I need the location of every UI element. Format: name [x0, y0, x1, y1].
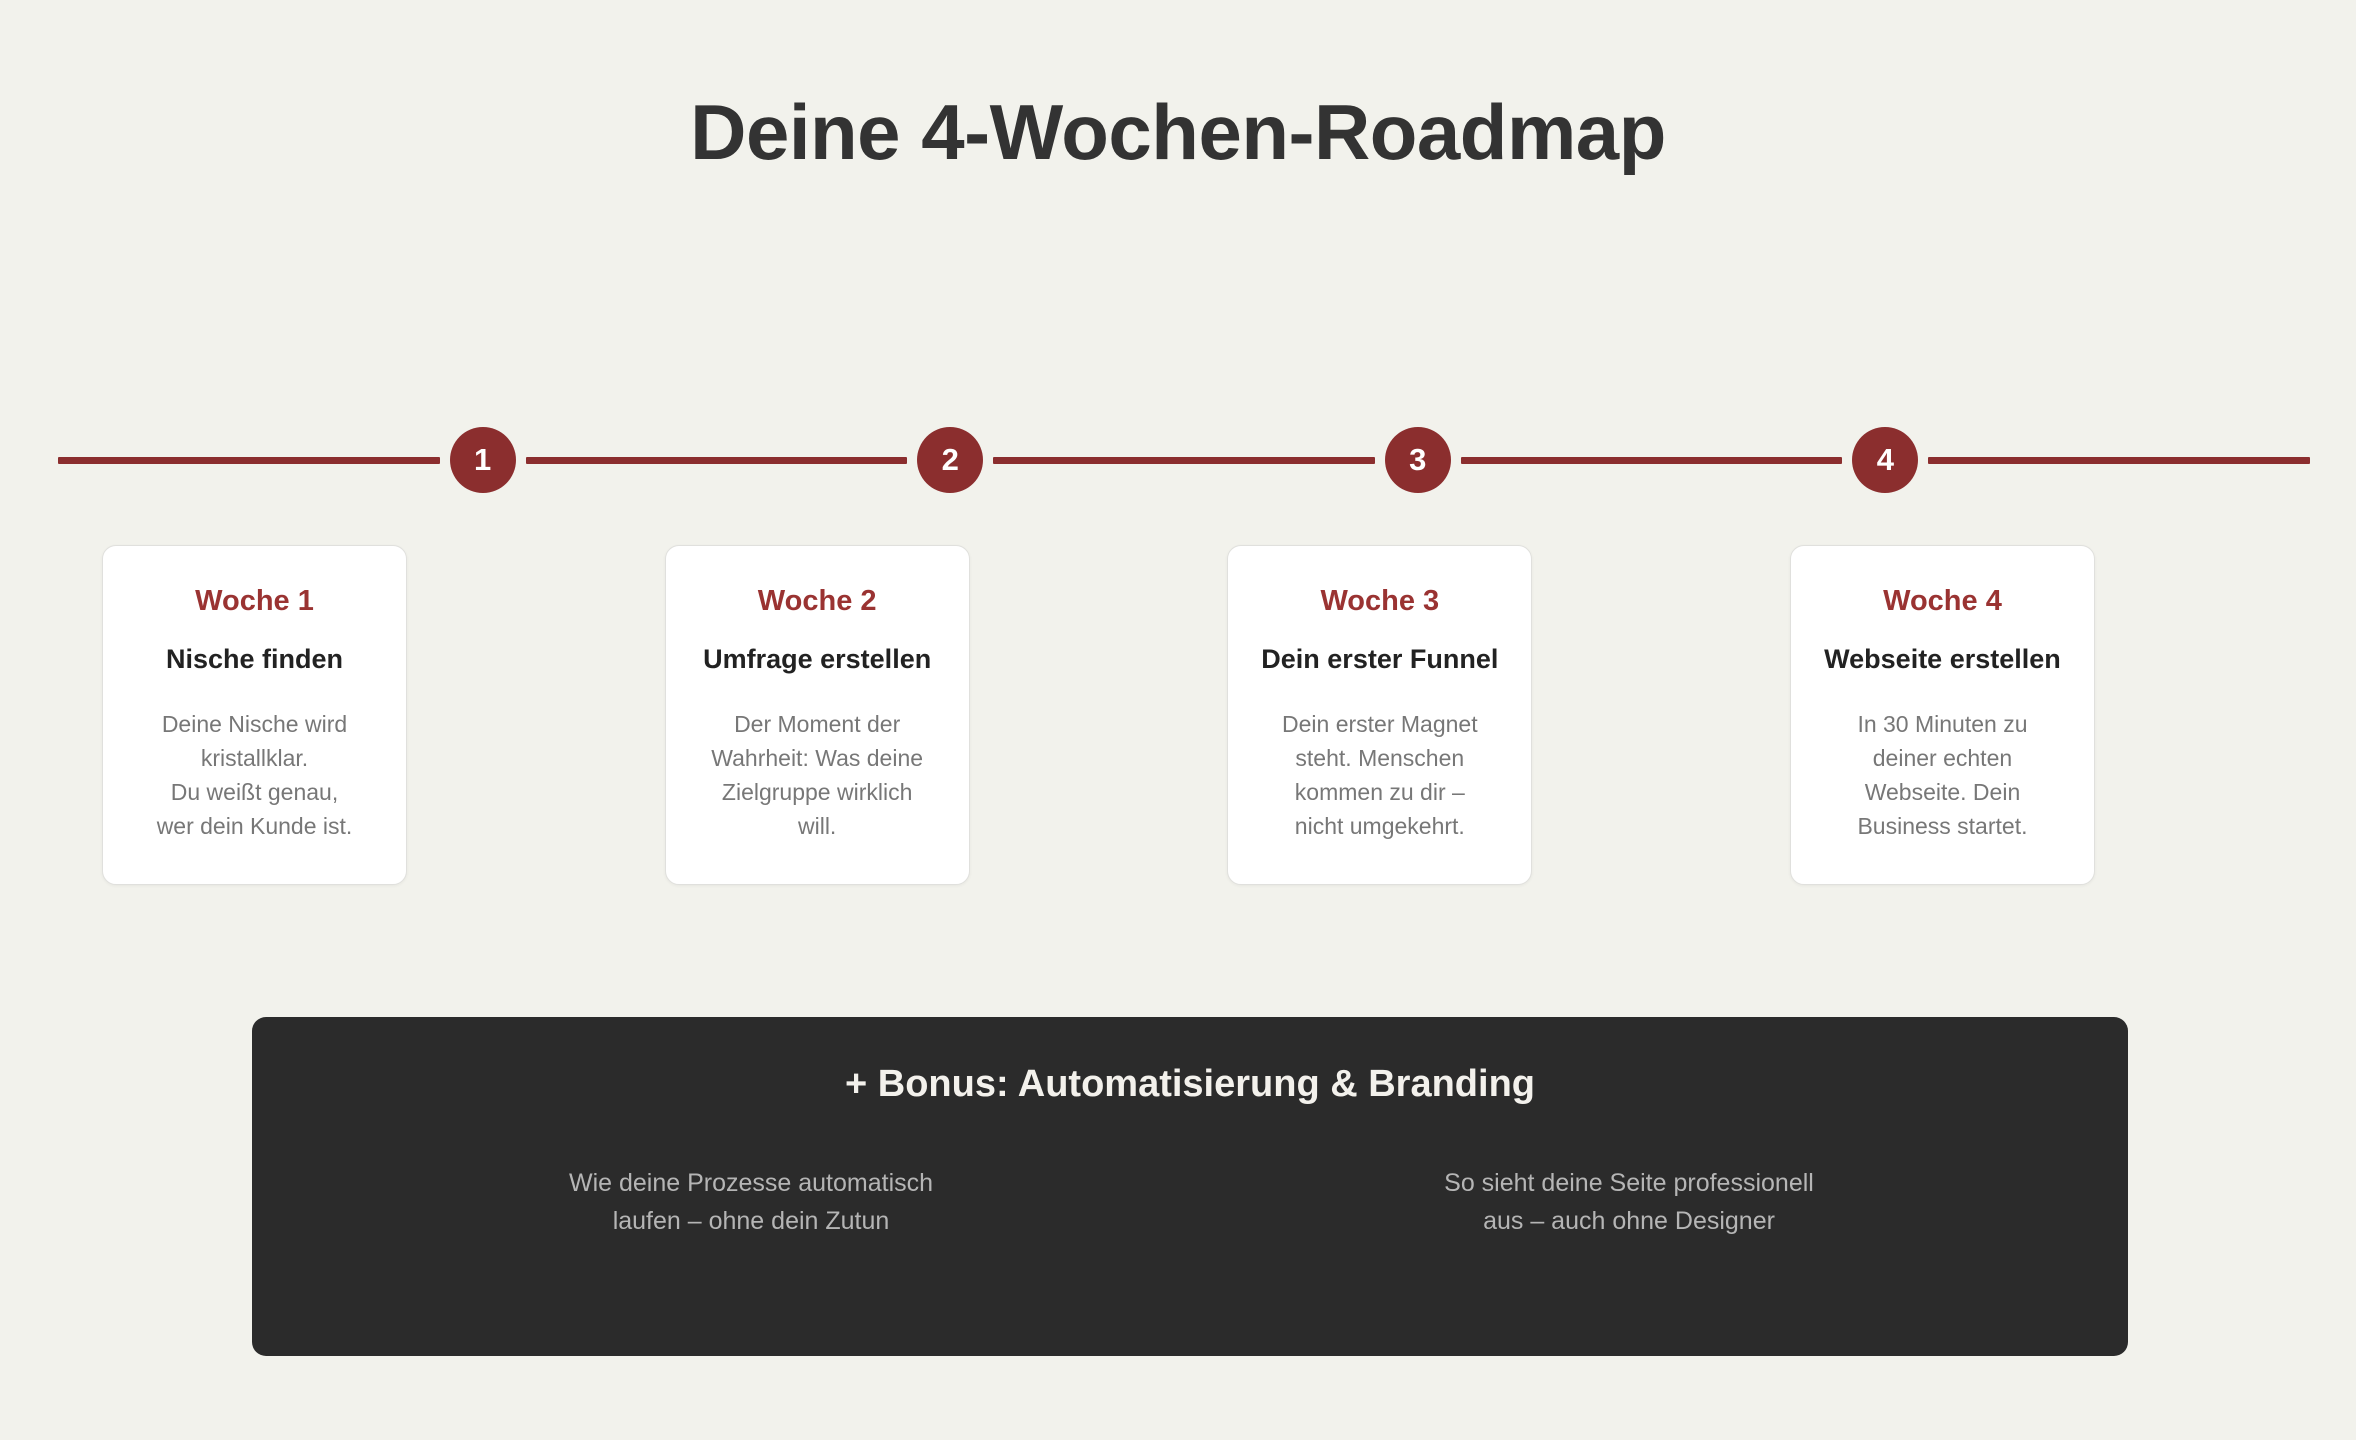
timeline-segment-start	[58, 456, 440, 464]
week-title: Webseite erstellen	[1824, 643, 2061, 674]
bonus-columns: Wie deine Prozesse automatisch laufen – …	[312, 1164, 2068, 1240]
timeline-node-2[interactable]: 2	[917, 427, 984, 493]
week-label: Woche 3	[1320, 585, 1440, 617]
timeline-segment-2-3	[993, 456, 1375, 464]
bonus-column-branding: So sieht deine Seite professionell aus –…	[1444, 1168, 1814, 1235]
week-description: Der Moment der Wahrheit: Was deine Zielg…	[711, 710, 924, 839]
week-card-1[interactable]: Woche 1 Nische finden Deine Nische wird …	[102, 545, 407, 885]
week-cards-row: Woche 1 Nische finden Deine Nische wird …	[102, 545, 2095, 885]
timeline-segment-3-4	[1460, 456, 1843, 464]
timeline-node-4[interactable]: 4	[1852, 427, 1919, 493]
week-card-2[interactable]: Woche 2 Umfrage erstellen Der Moment der…	[664, 545, 970, 885]
timeline-segment-1-2	[525, 456, 908, 464]
bonus-title: + Bonus: Automatisierung & Branding	[845, 1063, 1535, 1105]
week-title: Nische finden	[165, 643, 344, 674]
week-description: In 30 Minuten zu deiner echten Webseite.…	[1857, 710, 2028, 839]
week-card-3[interactable]: Woche 3 Dein erster Funnel Dein erster M…	[1227, 545, 1533, 885]
week-description: Dein erster Magnet steht. Menschen komme…	[1282, 710, 1478, 839]
week-description: Deine Nische wird kristallklar. Du weißt…	[156, 710, 353, 839]
week-title: Dein erster Funnel	[1261, 643, 1499, 674]
bonus-column-automation: Wie deine Prozesse automatisch laufen – …	[568, 1168, 934, 1235]
timeline-node-3[interactable]: 3	[1384, 427, 1451, 493]
page-title: Deine 4-Wochen-Roadmap	[690, 88, 1666, 177]
timeline: 1 2 3 4	[58, 425, 2310, 495]
week-title: Umfrage erstellen	[703, 643, 932, 674]
week-label: Woche 2	[757, 585, 877, 617]
timeline-node-1[interactable]: 1	[449, 427, 516, 493]
timeline-segment-end	[1928, 456, 2310, 464]
bonus-panel: + Bonus: Automatisierung & Branding Wie …	[252, 1017, 2128, 1356]
week-card-4[interactable]: Woche 4 Webseite erstellen In 30 Minuten…	[1789, 545, 2095, 885]
week-label: Woche 1	[195, 585, 314, 617]
week-label: Woche 4	[1883, 585, 2002, 617]
